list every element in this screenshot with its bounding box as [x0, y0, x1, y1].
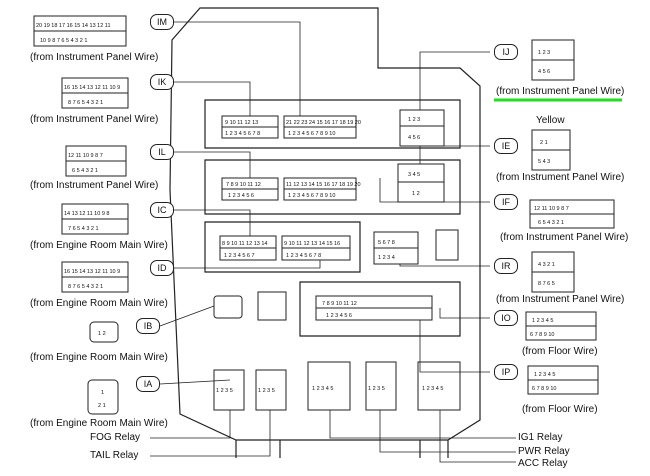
source-label-ip: (from Floor Wire): [522, 404, 598, 415]
relay-sockets: [213, 361, 461, 411]
source-label-im: (from Instrument Panel Wire): [30, 52, 159, 63]
relay-label-fog: FOG Relay: [90, 432, 141, 443]
internal-block-im: [221, 115, 357, 139]
internal-block-ij: [399, 109, 445, 147]
relay-label-tail: TAIL Relay: [90, 450, 139, 461]
code-ir: IR: [494, 258, 518, 274]
source-label-ie: (from Instrument Panel Wire): [496, 172, 625, 183]
internal-block-ie: [397, 163, 445, 203]
source-label-ij: (from Instrument Panel Wire): [496, 86, 625, 97]
source-label-id: (from Engine Room Main Wire): [30, 298, 168, 309]
code-io: IO: [494, 310, 518, 326]
code-ij: IJ: [494, 44, 518, 60]
relay-label-pwr: PWR Relay: [518, 446, 570, 457]
code-ia: IA: [136, 376, 160, 392]
source-label-ic: (from Engine Room Main Wire): [30, 240, 168, 251]
internal-block-il: [221, 177, 357, 201]
code-if: IF: [494, 194, 518, 210]
code-ip: IP: [494, 364, 518, 380]
code-im: IM: [150, 14, 174, 30]
color-label-ie: Yellow: [536, 115, 565, 126]
source-label-il: (from Instrument Panel Wire): [30, 180, 159, 191]
internal-block-io: [315, 295, 433, 321]
source-label-ia: (from Engine Room Main Wire): [30, 418, 168, 429]
relay-label-acc: ACC Relay: [518, 458, 568, 469]
junction-block-outline: [169, 7, 481, 458]
source-label-ib: (from Engine Room Main Wire): [30, 352, 168, 363]
code-ik: IK: [150, 74, 174, 90]
relay-label-ig1: IG1 Relay: [518, 432, 563, 443]
ext-connectors-left: [33, 15, 129, 415]
code-ic: IC: [150, 202, 174, 218]
source-label-ir: (from Instrument Panel Wire): [496, 294, 625, 305]
source-label-io: (from Floor Wire): [522, 346, 598, 357]
source-label-ik: (from Instrument Panel Wire): [30, 114, 159, 125]
internal-block-ib-ia: [213, 291, 287, 321]
internal-block-ir: [373, 229, 459, 265]
leader-lines: [150, 21, 516, 463]
code-il: IL: [150, 144, 174, 160]
code-ib: IB: [136, 318, 160, 334]
code-ie: IE: [494, 138, 518, 154]
ext-connectors-right: [525, 39, 615, 395]
source-label-if: (from Instrument Panel Wire): [500, 232, 629, 243]
code-id: ID: [150, 260, 174, 276]
internal-block-ic: [219, 235, 351, 261]
